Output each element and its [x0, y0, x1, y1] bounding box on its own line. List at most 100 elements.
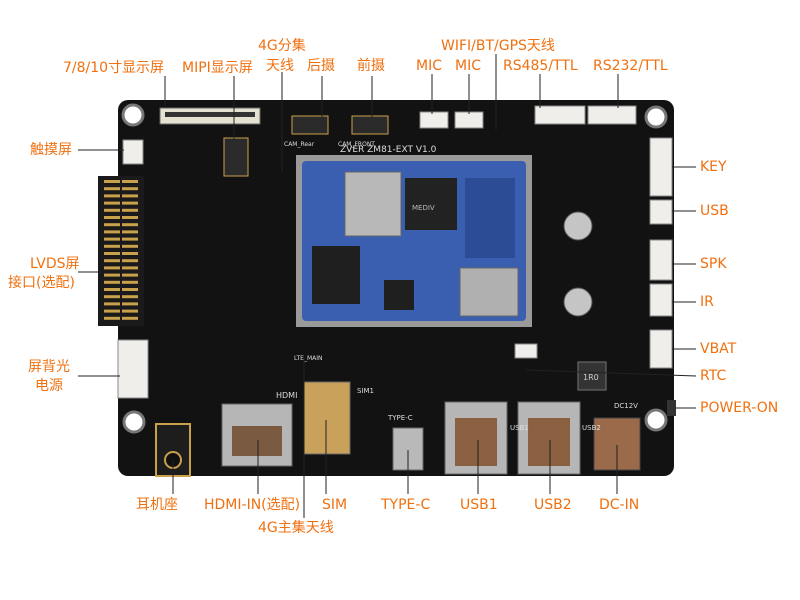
- capacitor-1: [563, 211, 593, 241]
- lvds-pin: [104, 259, 120, 263]
- label-spk: SPK: [700, 256, 727, 272]
- lvds-pin: [122, 273, 138, 277]
- usb1-opening: [455, 418, 497, 466]
- lvds-pin: [104, 273, 120, 277]
- lvds-pin: [122, 266, 138, 270]
- label-lcd: 7/8/10寸显示屏: [63, 60, 165, 76]
- lvds-pin: [104, 316, 120, 320]
- lvds-pin: [122, 223, 138, 227]
- label-backlight-1: 屏背光: [28, 359, 70, 375]
- rtc-connector: [514, 343, 538, 359]
- label-ir: IR: [700, 294, 714, 310]
- mounting-hole-tr: [644, 105, 668, 129]
- lvds-pin: [122, 237, 138, 241]
- lvds-pin: [104, 201, 120, 205]
- lvds-pin: [122, 208, 138, 212]
- label-mic2: MIC: [455, 58, 481, 74]
- lvds-pin: [104, 216, 120, 219]
- silk-sim: SIM1: [357, 387, 374, 395]
- lvds-pin: [122, 194, 138, 198]
- silk-usb1: USB1: [510, 424, 529, 432]
- lvds-pin: [122, 295, 138, 299]
- silk-cam-rear: CAM_Rear: [284, 141, 315, 148]
- leader-lines: [78, 54, 697, 518]
- silk-chip: MEDIV: [412, 204, 435, 212]
- silk-inductor: 1R0: [583, 373, 599, 382]
- label-rtc: RTC: [700, 368, 727, 384]
- label-mipi: MIPI显示屏: [182, 60, 253, 76]
- lvds-pin: [104, 230, 120, 234]
- ram-chip: [405, 178, 457, 230]
- rs232-connector: [587, 105, 637, 125]
- lvds-pins: [104, 180, 138, 320]
- label-sim: SIM: [322, 497, 348, 513]
- label-lvds-1: LVDS屏: [30, 256, 80, 272]
- lvds-pin: [122, 216, 138, 219]
- rs485-connector: [534, 105, 586, 125]
- lvds-pin: [122, 244, 138, 248]
- lvds-pin: [104, 252, 120, 255]
- lvds-pin: [104, 280, 120, 284]
- touch-connector: [122, 139, 144, 165]
- silk-lte: LTE_MAIN: [294, 355, 323, 362]
- lvds-pin: [104, 244, 120, 248]
- emmc-chip: [312, 246, 360, 304]
- label-hdmi-in: HDMI-IN(选配): [204, 497, 301, 513]
- usb2-opening: [528, 418, 570, 466]
- lvds-pin: [104, 223, 120, 227]
- lvds-pin: [104, 295, 120, 299]
- lvds-pin: [122, 259, 138, 263]
- lvds-pin: [104, 180, 120, 183]
- power-button: [667, 400, 676, 416]
- mounting-hole-tl: [121, 103, 145, 127]
- label-touch: 触摸屏: [30, 142, 72, 158]
- rf-shield: [459, 267, 519, 317]
- silk-typec: TYPE-C: [387, 414, 413, 422]
- label-dc-in: DC-IN: [599, 497, 640, 513]
- silk-cam-front: CAM_FRONT: [338, 141, 375, 148]
- lvds-pin: [122, 288, 138, 291]
- usb-header-connector: [649, 199, 673, 225]
- lvds-pin: [122, 201, 138, 205]
- lvds-pin: [122, 309, 138, 313]
- pmic-chip: [384, 280, 414, 310]
- lvds-pin: [122, 302, 138, 306]
- label-earphone: 耳机座: [136, 497, 178, 513]
- wifi-module: [465, 178, 515, 258]
- lvds-header: [98, 176, 144, 326]
- lcd-fpc-slot: [165, 112, 255, 117]
- lvds-pin: [104, 288, 120, 291]
- silk-dc12v: DC12V: [614, 402, 638, 410]
- lvds-pin: [104, 187, 120, 191]
- mic1-connector: [419, 111, 449, 129]
- lvds-pin: [122, 230, 138, 234]
- mounting-hole-br: [644, 408, 668, 432]
- silk-hdmi: HDMI: [276, 391, 297, 400]
- capacitor-2: [563, 287, 593, 317]
- lvds-pin: [104, 194, 120, 198]
- lvds-pin: [104, 302, 120, 306]
- lvds-pin: [122, 316, 138, 320]
- label-usb1: USB1: [460, 497, 498, 513]
- leader-rtc: [525, 369, 697, 377]
- mipi-connector: [223, 137, 249, 177]
- label-usb: USB: [700, 203, 729, 219]
- label-typec: TYPE-C: [381, 497, 431, 513]
- backlight-connector: [117, 339, 149, 399]
- label-power-on: POWER-ON: [700, 400, 779, 416]
- cam-front-connector: [351, 115, 389, 135]
- soc-shield: [344, 171, 402, 237]
- spk-connector: [649, 239, 673, 281]
- label-wifi: WIFI/BT/GPS天线: [441, 38, 555, 54]
- hdmi-port-opening: [232, 426, 282, 456]
- vbat-connector: [649, 329, 673, 369]
- label-rs485: RS485/TTL: [503, 58, 578, 74]
- label-4g-div-1: 4G分集: [258, 38, 306, 54]
- label-front-cam: 前摄: [357, 58, 385, 74]
- lvds-pin: [122, 180, 138, 183]
- key-connector: [649, 137, 673, 197]
- ir-connector: [649, 283, 673, 317]
- silk-model: ZVER ZM81-EXT V1.0: [340, 145, 437, 155]
- label-4g-main: 4G主集天线: [258, 520, 334, 536]
